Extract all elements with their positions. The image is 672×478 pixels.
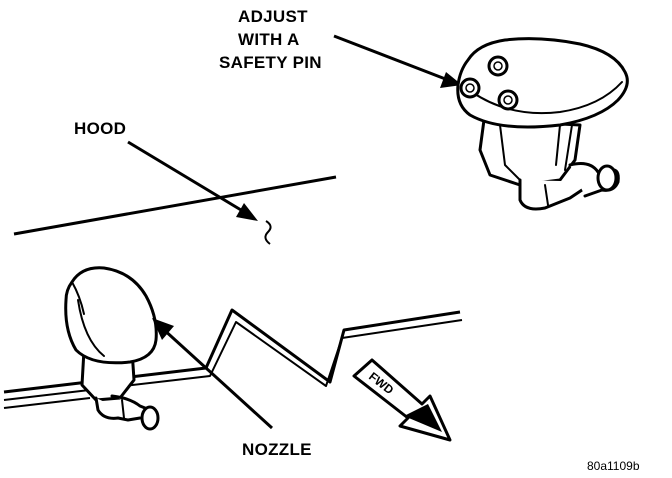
nozzle-closeup [456,37,629,211]
figure-id: 80a1109b [587,459,640,473]
adjust-callout: ADJUST WITH A SAFETY PIN [219,7,322,72]
break-squiggle [264,220,272,245]
adjust-label-line-3: SAFETY PIN [219,53,322,72]
nozzle-arrow [152,318,274,430]
adjust-label-line-2: WITH A [238,30,300,49]
hood-panel [3,308,463,409]
nozzle-label: NOZZLE [242,440,312,459]
hood-arrow [127,140,258,221]
nozzle-mounted [64,266,160,431]
adjust-label-line-1: ADJUST [238,7,308,26]
hood-edge-line [13,175,337,236]
fwd-arrow: FWD [352,358,452,442]
hood-label: HOOD [74,119,126,138]
adjust-arrow [333,34,462,88]
